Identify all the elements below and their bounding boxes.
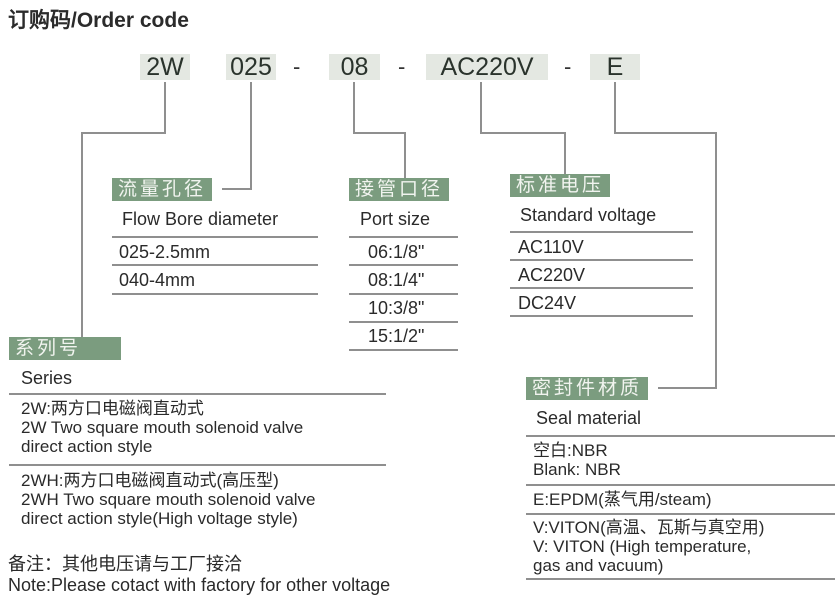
divider <box>9 393 386 395</box>
connector-series <box>81 82 166 338</box>
port-size-item: 10:3/8" <box>368 298 425 318</box>
series-item-en: direct action style(High voltage style) <box>21 509 298 528</box>
voltage-item: DC24V <box>518 293 577 313</box>
seal-item-line: Blank: NBR <box>533 460 621 479</box>
series-item-cn: 2WH:两方口电磁阀直动式(高压型) <box>21 471 279 490</box>
divider <box>9 464 386 466</box>
connector-port-size <box>353 82 406 178</box>
connector-flow-bore <box>222 82 252 190</box>
series-tag: 系列号 <box>9 337 122 360</box>
voltage-item: AC110V <box>518 237 584 257</box>
divider <box>349 321 458 323</box>
code-port: 08 <box>329 54 380 80</box>
series-item-en: direct action style <box>21 437 153 456</box>
seal-item-viton: V:VITON(高温、瓦斯与真空用) V: VITON (High temper… <box>533 518 764 575</box>
seal-item-line: E:EPDM(蒸气用/steam) <box>533 490 712 509</box>
divider <box>510 315 693 317</box>
code-series: 2W <box>140 54 190 80</box>
divider <box>526 578 835 580</box>
series-item-en: 2W Two square mouth solenoid valve <box>21 418 304 437</box>
seal-item-line: V:VITON(高温、瓦斯与真空用) <box>533 518 765 537</box>
code-separator: - <box>564 54 572 79</box>
flow-bore-item: 025-2.5mm <box>119 242 211 262</box>
flow-bore-item: 040-4mm <box>119 270 196 290</box>
code-separator: - <box>293 54 301 79</box>
code-bore: 025 <box>226 54 276 80</box>
series-header: Series <box>21 368 73 388</box>
seal-header: Seal material <box>536 408 642 428</box>
seal-item-line: V: VITON (High temperature, <box>533 537 752 556</box>
divider <box>349 349 458 351</box>
seal-item-nbr: 空白:NBR Blank: NBR <box>533 441 621 479</box>
flow-bore-header: Flow Bore diameter <box>122 209 279 229</box>
note-cn: 备注：其他电压请与工厂接洽 <box>8 554 242 574</box>
divider <box>510 259 693 261</box>
seal-tag: 密封件材质 <box>526 377 649 400</box>
page-title: 订购码/Order code <box>8 9 189 32</box>
series-item-cn: 2W:两方口电磁阀直动式 <box>21 399 204 418</box>
divider <box>349 293 458 295</box>
code-voltage: AC220V <box>426 54 548 80</box>
voltage-header: Standard voltage <box>520 205 657 225</box>
flow-bore-tag: 流量孔径 <box>112 178 213 201</box>
divider <box>510 287 693 289</box>
series-item-2w: 2W:两方口电磁阀直动式 2W Two square mouth solenoi… <box>21 399 303 456</box>
divider <box>349 236 458 238</box>
connector-voltage <box>480 82 566 175</box>
divider <box>526 435 835 437</box>
port-size-item: 15:1/2" <box>368 326 425 346</box>
code-separator: - <box>398 54 406 79</box>
divider <box>526 513 835 515</box>
connector-seal <box>614 82 717 389</box>
series-item-en: 2WH Two square mouth solenoid valve <box>21 490 316 509</box>
divider <box>349 264 458 266</box>
voltage-tag: 标准电压 <box>510 174 611 197</box>
seal-item-line: 空白:NBR <box>533 441 608 460</box>
port-size-item: 06:1/8" <box>368 242 425 262</box>
seal-item-line: gas and vacuum) <box>533 556 664 575</box>
divider <box>112 236 318 238</box>
divider <box>526 484 835 486</box>
port-size-header: Port size <box>360 209 431 229</box>
note-en: Note:Please cotact with factory for othe… <box>8 575 391 595</box>
seal-item-epdm: E:EPDM(蒸气用/steam) <box>533 490 712 509</box>
code-seal: E <box>590 54 640 80</box>
port-size-tag: 接管口径 <box>349 178 450 201</box>
divider <box>112 264 318 266</box>
port-size-item: 08:1/4" <box>368 270 425 290</box>
series-item-2wh: 2WH:两方口电磁阀直动式(高压型) 2WH Two square mouth … <box>21 471 316 528</box>
divider <box>112 293 318 295</box>
divider <box>510 231 693 233</box>
voltage-item: AC220V <box>518 265 586 285</box>
